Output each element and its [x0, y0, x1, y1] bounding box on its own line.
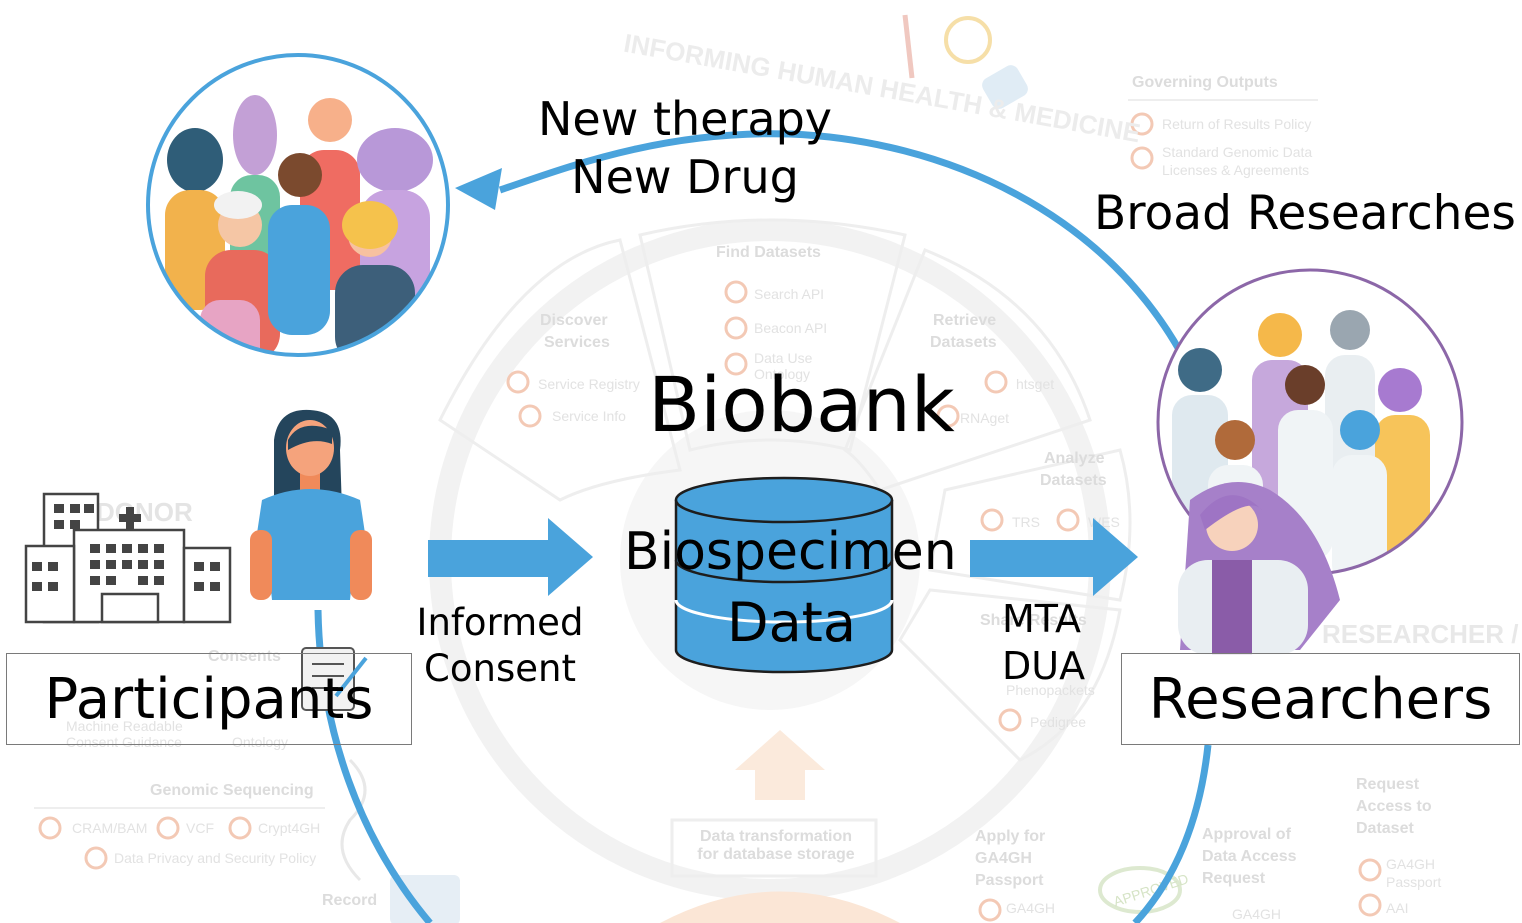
- share-item: Phenopackets: [1006, 682, 1095, 698]
- request-item: Passport: [1386, 874, 1442, 890]
- biospecimen-label: Biospecimen: [624, 522, 957, 582]
- broad-researches-label: Broad Researches: [1094, 186, 1516, 241]
- request-text: Dataset: [1356, 820, 1414, 837]
- find-item: Search API: [754, 286, 825, 302]
- genomic-item: Crypt4GH: [258, 820, 321, 836]
- request-item: GA4GH: [1386, 856, 1436, 872]
- transform-text: Data transformation: [699, 828, 853, 845]
- database-cylinder-icon: [674, 476, 894, 674]
- document-icon: [301, 647, 368, 711]
- approval-text: Data Access: [1202, 848, 1297, 865]
- consent-item: Consent Guidance: [66, 734, 182, 750]
- genomic-item: Data Privacy and Security Policy: [114, 850, 317, 866]
- participants-box: Participants: [6, 653, 412, 745]
- governing-item: Licenses & Agreements: [1162, 162, 1310, 178]
- analyze-item: TRS: [1012, 514, 1040, 530]
- find-item: Beacon API: [754, 320, 828, 336]
- retrieve-title: Datasets: [930, 334, 997, 351]
- share-title: Share Results: [980, 612, 1087, 629]
- retrieve-item: htsget: [1016, 376, 1055, 392]
- request-text: Access to: [1356, 798, 1432, 815]
- governing-title: Governing Outputs: [1132, 74, 1278, 91]
- researchers-group-illustration: [1156, 268, 1464, 655]
- consents-title: Consents: [208, 648, 281, 665]
- dua-label: DUA: [1002, 644, 1086, 688]
- participants-label: Participants: [44, 666, 374, 732]
- apply-item: GA4GH: [1006, 900, 1056, 916]
- discover-item: Service Registry: [538, 376, 640, 392]
- find-item: Ontology: [754, 366, 811, 382]
- mta-arrow: [970, 518, 1138, 596]
- new-therapy-label: New therapy: [538, 92, 832, 146]
- genomic-title: Genomic Sequencing: [150, 782, 314, 799]
- donor-text: DONOR: [96, 497, 193, 527]
- approval-text: Request: [1202, 870, 1266, 887]
- genomic-item: CRAM/BAM: [72, 820, 148, 836]
- approval-text: Approval of: [1202, 826, 1291, 843]
- find-item: Data Use: [754, 350, 813, 366]
- apply-text: Passport: [975, 872, 1044, 889]
- mta-label: MTA: [1002, 597, 1082, 641]
- retrieve-title: Retrieve: [933, 312, 997, 329]
- new-drug-label: New Drug: [571, 150, 799, 204]
- cycle-arc-top: [498, 130, 1194, 372]
- participant-illustration: [250, 409, 372, 600]
- people-group-illustration: [146, 53, 450, 357]
- consent-label: Consent: [424, 647, 576, 690]
- request-text: Request: [1356, 776, 1420, 793]
- biobank-title: Biobank: [648, 360, 955, 449]
- data-label: Data: [727, 591, 856, 654]
- consent-item: Machine Readable: [66, 718, 183, 734]
- apply-text: GA4GH: [975, 850, 1032, 867]
- discover-title: Discover: [540, 312, 608, 329]
- hospital-icon: [24, 492, 232, 624]
- apply-text: Apply for: [975, 828, 1046, 845]
- find-datasets-title: Find Datasets: [716, 244, 821, 261]
- analyze-title: Analyze: [1044, 450, 1105, 467]
- discover-item: Service Info: [552, 408, 626, 424]
- consent-arrow: [428, 518, 593, 596]
- retrieve-item: RNAget: [960, 410, 1010, 426]
- genomic-item: VCF: [186, 820, 214, 836]
- arrow-head-left: [455, 168, 502, 210]
- governing-item: Standard Genomic Data: [1162, 144, 1313, 160]
- record-text: Record: [322, 892, 378, 909]
- discover-title: Services: [544, 334, 610, 351]
- governing-item: Return of Results Policy: [1162, 116, 1312, 132]
- transform-text: for database storage: [697, 846, 855, 863]
- researchers-label: Researchers: [1148, 666, 1493, 732]
- researchers-box: Researchers: [1121, 653, 1520, 745]
- cycle-arc-right: [1132, 744, 1212, 923]
- consent-item: Ontology: [232, 734, 289, 750]
- analyze-title: Datasets: [1040, 472, 1107, 489]
- approval-item: GA4GH: [1232, 906, 1282, 922]
- request-item: AAI: [1386, 900, 1409, 916]
- share-item: Pedigree: [1030, 714, 1087, 730]
- researcher-ghost: RESEARCHER /: [1322, 619, 1519, 649]
- informed-label: Informed: [416, 601, 584, 644]
